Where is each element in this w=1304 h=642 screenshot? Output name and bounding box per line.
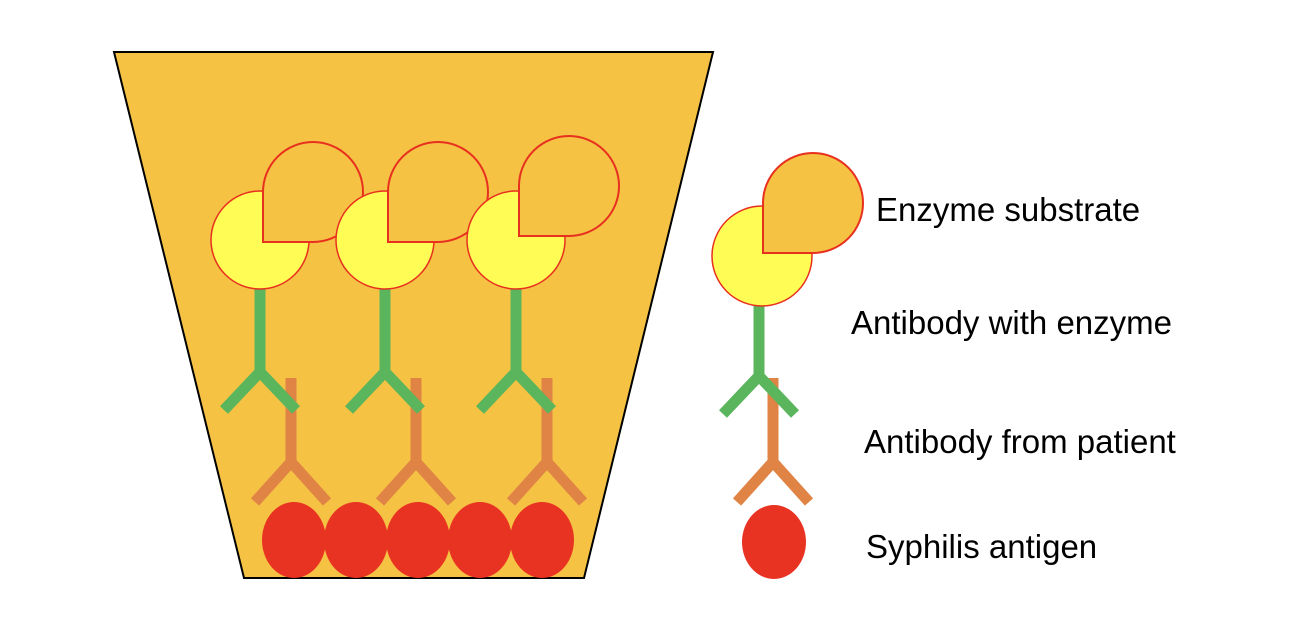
legend-label-antibody-with-enzyme: Antibody with enzyme xyxy=(851,304,1172,341)
patient-antibody-arm-right xyxy=(411,458,457,506)
syphilis-antigen xyxy=(262,502,326,578)
enzyme-antibody-arm-left xyxy=(476,368,520,414)
enzyme-substrate xyxy=(387,141,489,243)
patient-antibody xyxy=(375,378,457,506)
legend-label-enzyme-substrate: Enzyme substrate xyxy=(876,191,1141,228)
complex-group xyxy=(210,135,620,506)
enzyme-antibody-arm-right xyxy=(256,368,300,414)
syphilis-antigen xyxy=(448,502,512,578)
antibody-complex xyxy=(335,141,489,506)
legend-icons xyxy=(711,152,864,579)
enzyme-antibody-arm-left xyxy=(220,368,264,414)
patient-antibody-arm-right xyxy=(286,458,332,506)
microplate-well xyxy=(112,51,715,579)
legend-enzyme-antibody-arm-right xyxy=(755,372,799,418)
patient-antibody-arm-left xyxy=(375,458,421,506)
enzyme-substrate xyxy=(518,135,620,237)
enzyme-antibody-arm-left xyxy=(345,368,389,414)
antibody-complex xyxy=(466,135,620,506)
legend-enzyme-substrate xyxy=(762,152,864,254)
enzyme-antibody xyxy=(476,288,556,414)
patient-antibody-arm-right xyxy=(542,458,588,506)
enzyme-antibody-arm-right xyxy=(381,368,425,414)
enzyme-antibody-arm-right xyxy=(512,368,556,414)
legend-label-antibody-from-patient: Antibody from patient xyxy=(864,423,1176,460)
legend-patient-antibody-arm-left xyxy=(732,458,778,506)
syphilis-antigen xyxy=(510,502,574,578)
enzyme-antibody xyxy=(220,288,300,414)
patient-antibody xyxy=(506,378,588,506)
patient-antibody-arm-left xyxy=(250,458,296,506)
legend-syphilis-antigen xyxy=(742,505,806,579)
syphilis-antigen xyxy=(324,502,388,578)
patient-antibody-arm-left xyxy=(506,458,552,506)
syphilis-antigen xyxy=(386,502,450,578)
legend-enzyme-antibody xyxy=(719,302,799,418)
enzyme-antibody xyxy=(345,288,425,414)
legend-enzyme-antibody-arm-left xyxy=(719,372,763,418)
antibody-complex xyxy=(210,141,364,506)
legend-patient-antibody-arm-right xyxy=(768,458,814,506)
legend-label-syphilis-antigen: Syphilis antigen xyxy=(866,528,1098,565)
patient-antibody xyxy=(250,378,332,506)
antigen-group xyxy=(262,502,574,578)
